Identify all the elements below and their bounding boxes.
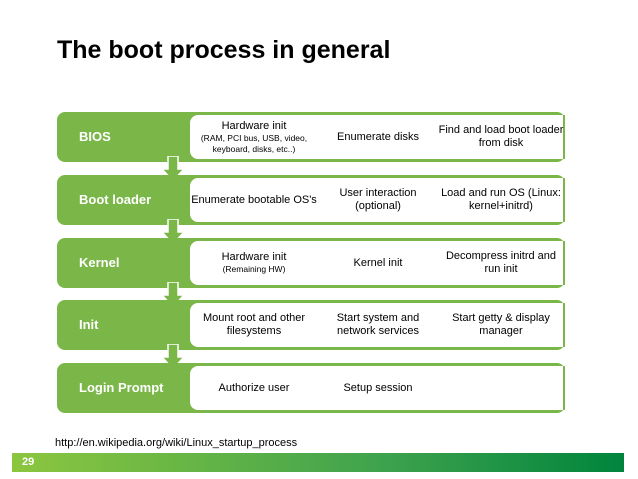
- stage-steps: Hardware init(Remaining HW) Kernel init De…: [190, 241, 565, 285]
- step-text: Authorize user: [218, 381, 290, 394]
- step-cell: Mount root and other filesystems: [190, 303, 318, 347]
- stage-steps: Mount root and other filesystems Start sy…: [190, 303, 565, 347]
- page-number: 29: [22, 456, 35, 468]
- stage-row-kernel: Kernel Hardware init(Remaining HW) Kernel …: [57, 238, 565, 288]
- step-cell: User interaction (optional): [318, 178, 438, 222]
- stage-row-bios: BIOS Hardware init(RAM, PCI bus, USB, vid…: [57, 112, 565, 162]
- step-subtext: (RAM, PCI bus, USB, video, keyboard, dis…: [200, 132, 308, 154]
- step-cell: Setup session: [318, 366, 438, 410]
- step-text: Enumerate bootable OS's: [191, 193, 317, 206]
- step-cell: Start getty & display manager: [438, 303, 564, 347]
- step-cell: Hardware init(RAM, PCI bus, USB, video, …: [190, 115, 318, 159]
- step-cell: Kernel init: [318, 241, 438, 285]
- step-text: Mount root and other filesystems: [202, 312, 306, 337]
- step-cell: Decompress initrd and run init: [438, 241, 564, 285]
- stage-row-boot-loader: Boot loader Enumerate bootable OS's User i…: [57, 175, 565, 225]
- step-text: Hardware init: [221, 251, 287, 263]
- stage-steps: Authorize user Setup session: [190, 366, 565, 410]
- stage-label: Boot loader: [79, 192, 152, 207]
- slide-title: The boot process in general: [57, 36, 391, 64]
- step-cell: Start system and network services: [318, 303, 438, 347]
- stage-label: Kernel: [79, 255, 120, 270]
- step-text: Kernel init: [353, 256, 403, 269]
- footer-bar: 29: [12, 453, 624, 472]
- step-text: Start getty & display manager: [452, 312, 550, 337]
- step-text: Hardware init: [221, 119, 287, 132]
- stage-steps: Hardware init(RAM, PCI bus, USB, video, …: [190, 115, 565, 159]
- step-cell: Hardware init(Remaining HW): [190, 241, 318, 285]
- stage-row-init: Init Mount root and other filesystems Star…: [57, 300, 565, 350]
- stage-label: Init: [79, 317, 99, 332]
- step-text: Find and load boot loader from disk: [438, 124, 564, 149]
- step-cell: Authorize user: [190, 366, 318, 410]
- step-cell: [438, 366, 564, 410]
- stage-label: BIOS: [79, 129, 111, 144]
- stage-row-login-prompt: Login Prompt Authorize user Setup session: [57, 363, 565, 413]
- step-cell: Enumerate bootable OS's: [190, 178, 318, 222]
- step-text: Setup session: [343, 381, 413, 394]
- stage-steps: Enumerate bootable OS's User interaction …: [190, 178, 565, 222]
- step-text: Load and run OS (Linux: kernel+initrd): [441, 187, 561, 212]
- step-text: Decompress initrd and run init: [445, 250, 557, 275]
- step-text: Start system and network services: [336, 312, 420, 337]
- step-text: User interaction (optional): [339, 187, 417, 212]
- step-subtext: (Remaining HW): [222, 264, 286, 274]
- step-text: Enumerate disks: [337, 130, 419, 143]
- source-link[interactable]: http://en.wikipedia.org/wiki/Linux_start…: [55, 437, 298, 449]
- step-cell: Find and load boot loader from disk: [438, 115, 564, 159]
- step-cell: Enumerate disks: [318, 115, 438, 159]
- stage-label: Login Prompt: [79, 380, 164, 395]
- step-cell: Load and run OS (Linux: kernel+initrd): [438, 178, 564, 222]
